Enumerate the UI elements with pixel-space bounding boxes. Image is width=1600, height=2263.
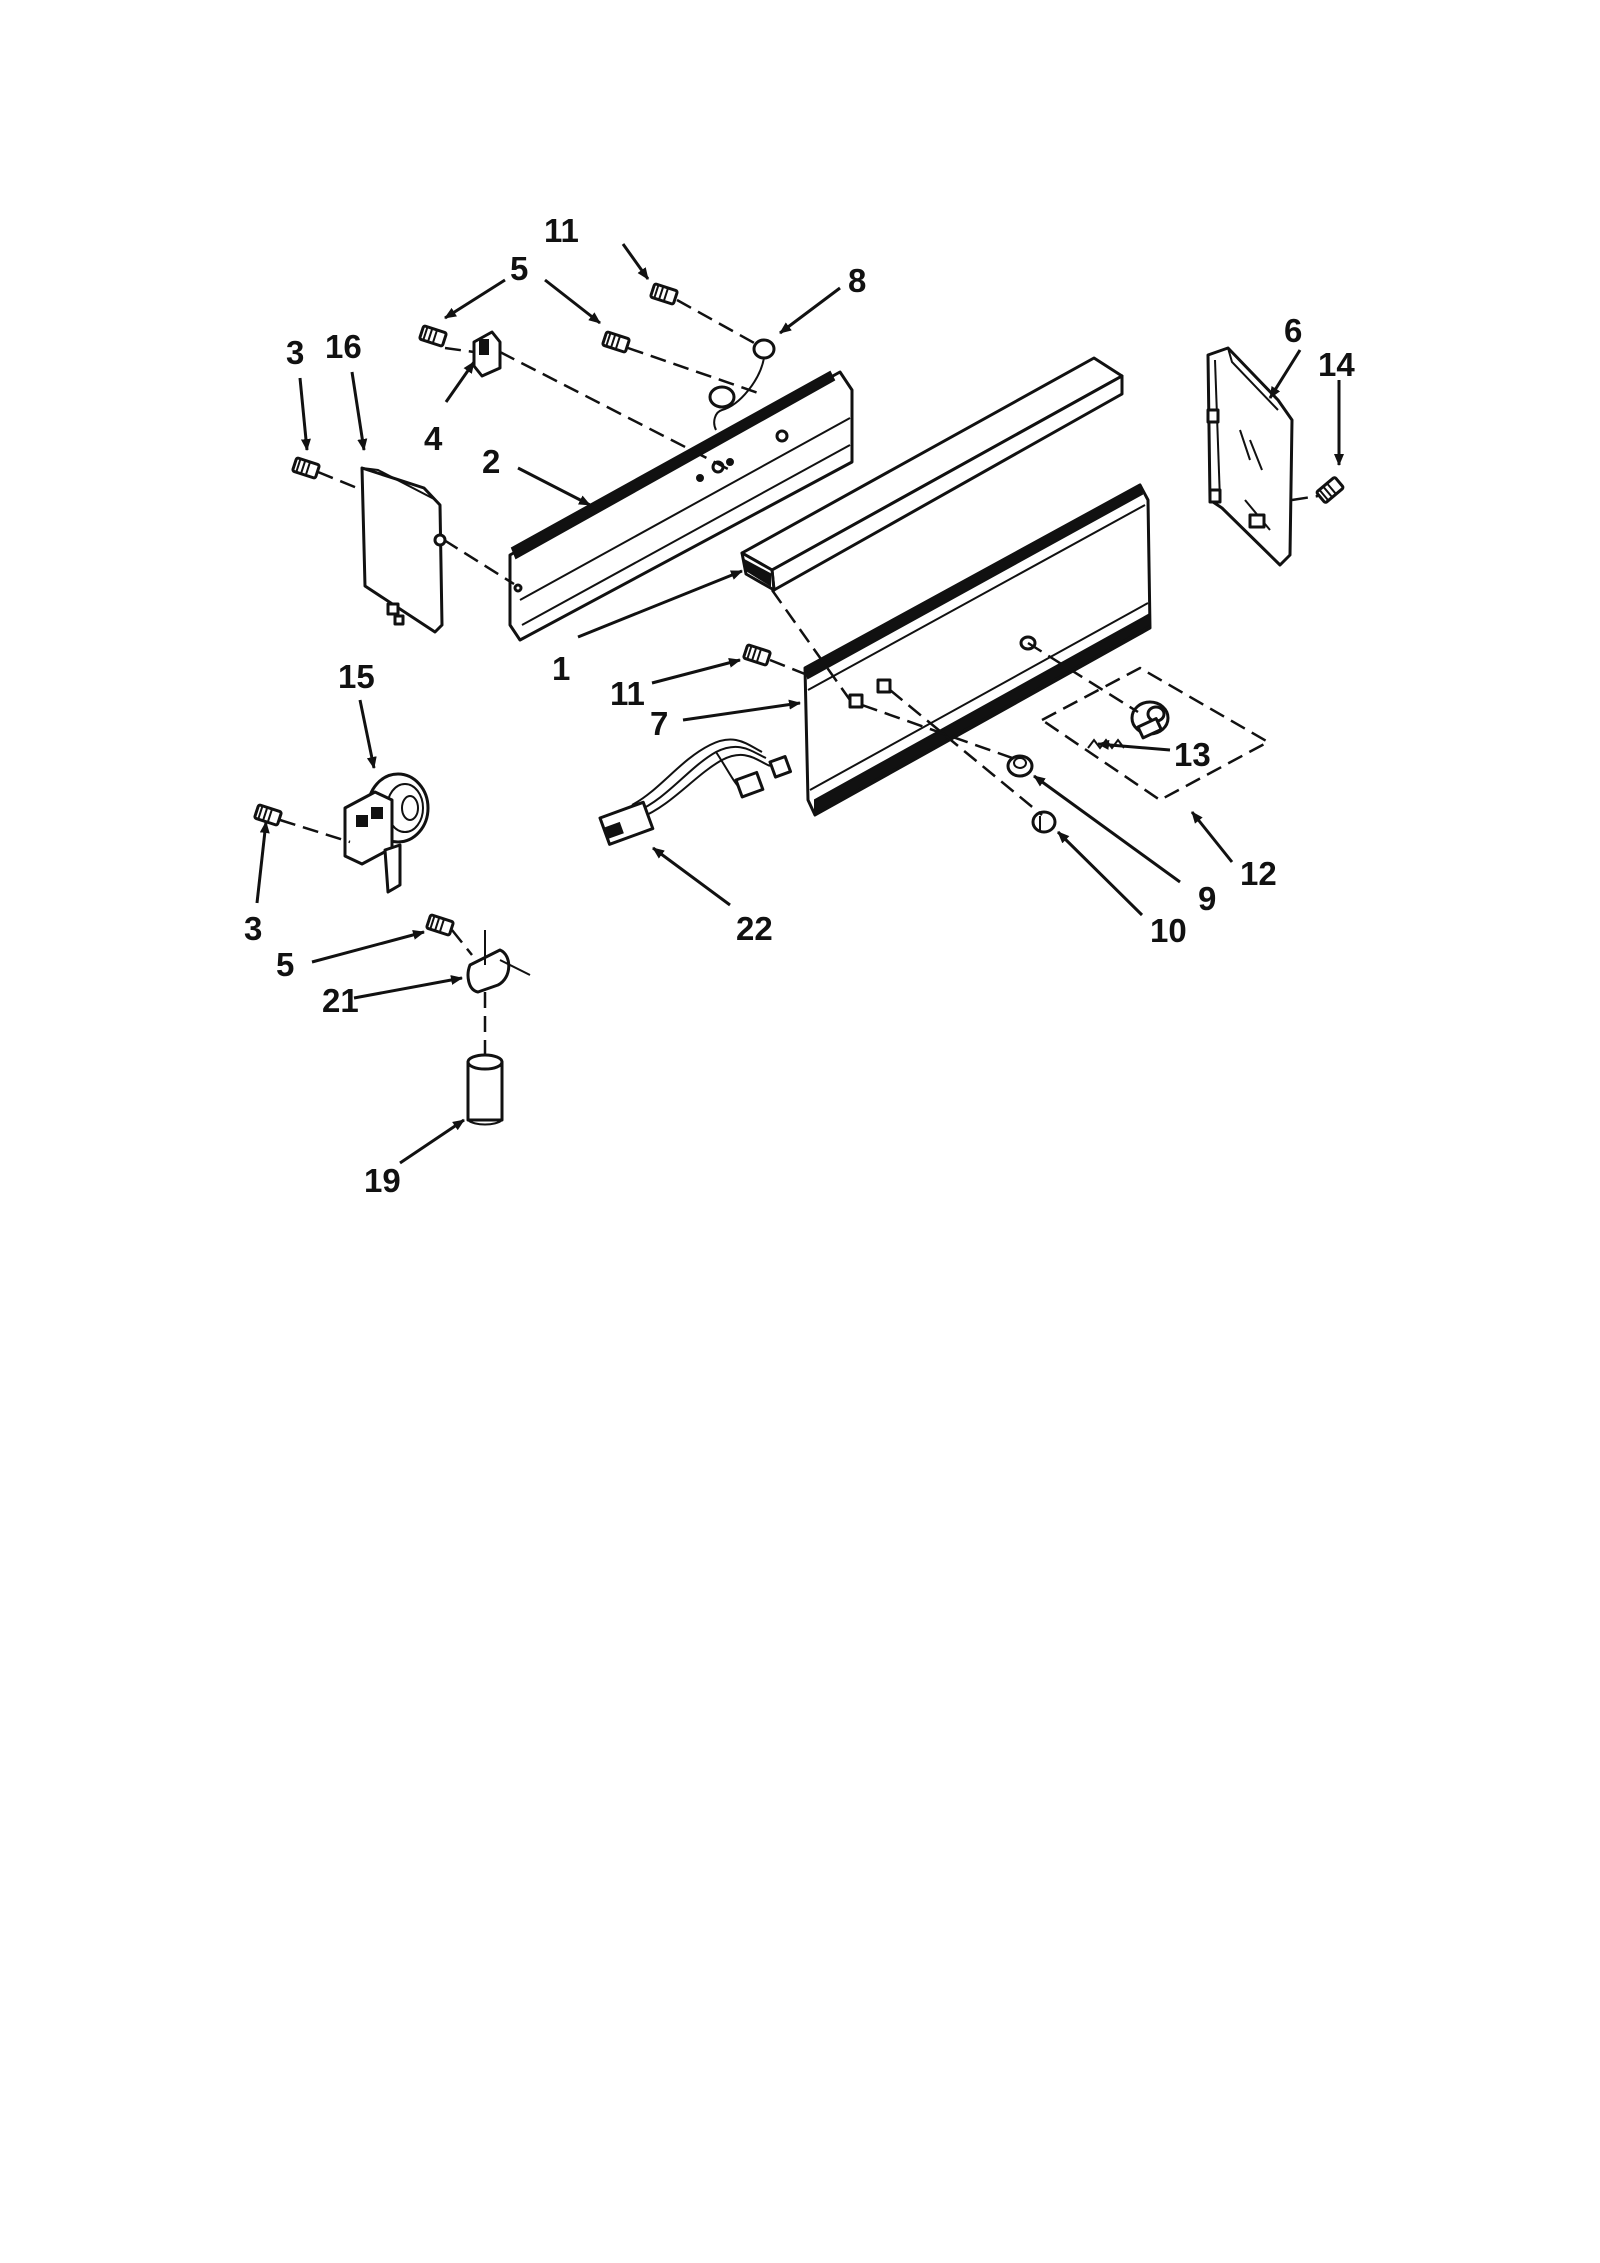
callout-22: 22 [736,910,773,947]
callout-3-bottom: 3 [244,910,262,947]
screw-icon [742,643,772,667]
callout-5-top: 5 [510,250,528,287]
screw-icon [601,330,631,354]
part-6-right-endcap [1206,346,1294,567]
callout-8: 8 [848,262,866,299]
screw-icon [425,913,455,937]
callout-11-top: 11 [544,212,579,249]
part-19-hose [466,1053,504,1126]
part-22-wire-harness [598,738,793,846]
part-9-knob-insert [1006,754,1034,778]
callout-10: 10 [1150,912,1187,949]
part-2-mounting-rail [508,370,854,642]
part-1-console-top [740,356,1124,592]
callout-6: 6 [1284,312,1302,349]
callout-2: 2 [482,443,500,480]
part-16-left-endcap [360,466,447,634]
part-12-switch-assembly [1130,700,1170,740]
screw-icon [649,282,679,306]
callout-11-mid: 11 [610,675,645,712]
callout-1: 1 [552,650,570,687]
assembly-lines [279,298,1319,1055]
part-15-pressure-switch [343,772,430,894]
part-21-hose-clamp [466,930,531,994]
part-7-control-panel [803,483,1152,817]
callout-12: 12 [1240,855,1277,892]
screw-icon [253,803,283,827]
callout-13: 13 [1174,736,1211,773]
screw-icon [1315,476,1345,504]
callout-labels: 11 5 8 3 16 4 2 1 6 14 11 7 13 12 9 10 2… [244,212,1355,1199]
callout-19: 19 [364,1162,401,1199]
callout-16: 16 [325,328,362,365]
callout-4: 4 [424,420,443,457]
part-4-clip [472,330,502,378]
part-10-button [1031,810,1057,834]
callout-15: 15 [338,658,375,695]
callout-9: 9 [1198,880,1216,917]
callout-14: 14 [1318,346,1355,383]
leader-arrows [255,243,1344,1165]
callout-21: 21 [322,982,359,1019]
screw-icon [418,324,448,348]
callout-3-top: 3 [286,334,304,371]
screw-icon [291,456,321,480]
callout-7: 7 [650,705,668,742]
callout-5-bottom: 5 [276,946,294,983]
part-8-grommet [708,338,776,431]
